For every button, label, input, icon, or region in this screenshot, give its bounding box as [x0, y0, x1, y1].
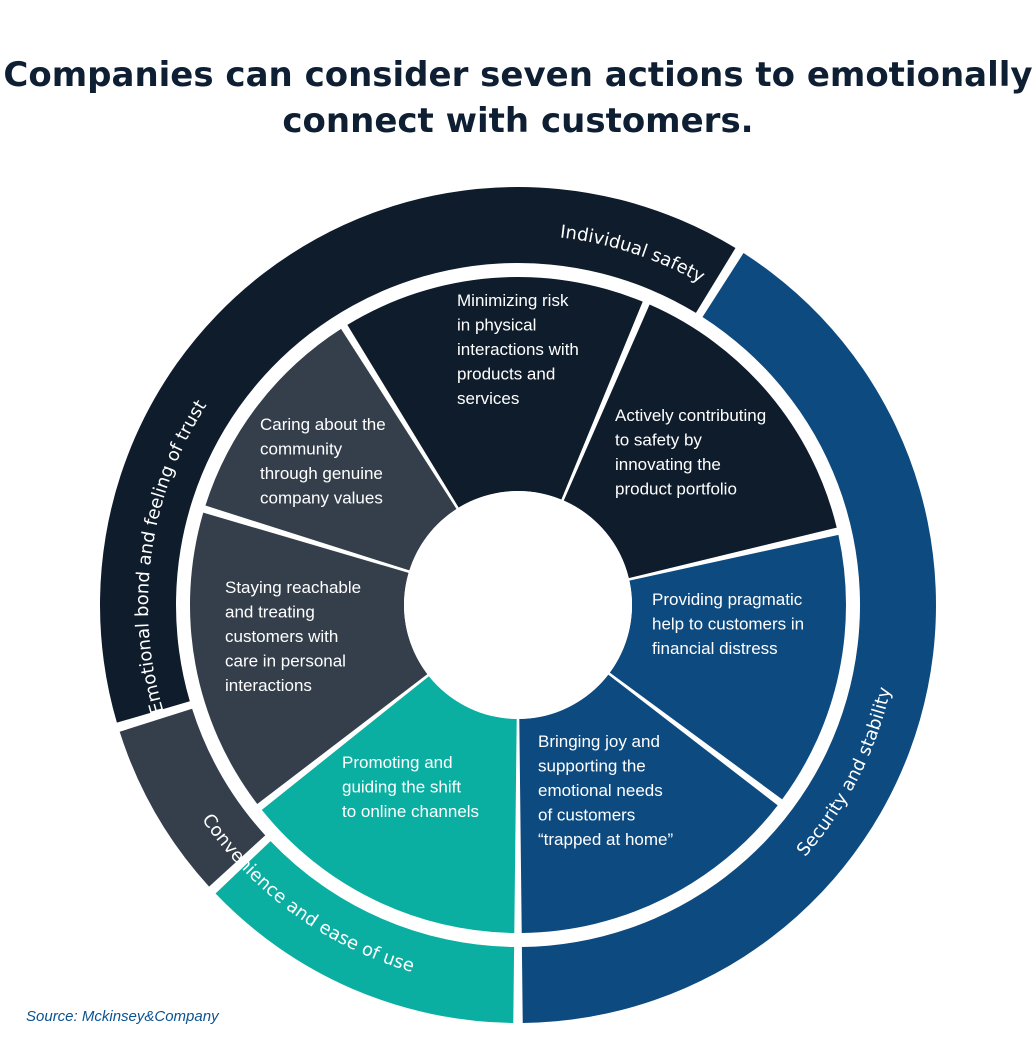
- source-note: Source: Mckinsey&Company: [26, 1008, 219, 1025]
- title-line-1: Companies can consider seven actions to …: [3, 55, 1033, 95]
- ring-segment-emotional-bond: [119, 708, 266, 887]
- action-sector-a3: [609, 534, 846, 800]
- outer-ring: [100, 187, 936, 1023]
- action-sector-a5: [261, 676, 517, 933]
- action-sector-a4: [519, 674, 778, 933]
- ring-segment-individual-safety: [100, 187, 736, 723]
- action-sector-a6: [189, 512, 428, 804]
- action-sector-a1: [347, 277, 643, 508]
- wheel-hub: [404, 491, 632, 719]
- ring-segment-security: [521, 253, 936, 1023]
- action-sector-a7: [205, 328, 457, 571]
- inner-sectors: [189, 277, 846, 933]
- action-sector-a2: [563, 304, 837, 579]
- ring-segment-convenience: [215, 841, 515, 1023]
- title-line-2: connect with customers.: [282, 101, 754, 141]
- page-title: Companies can consider seven actions to …: [0, 52, 1036, 144]
